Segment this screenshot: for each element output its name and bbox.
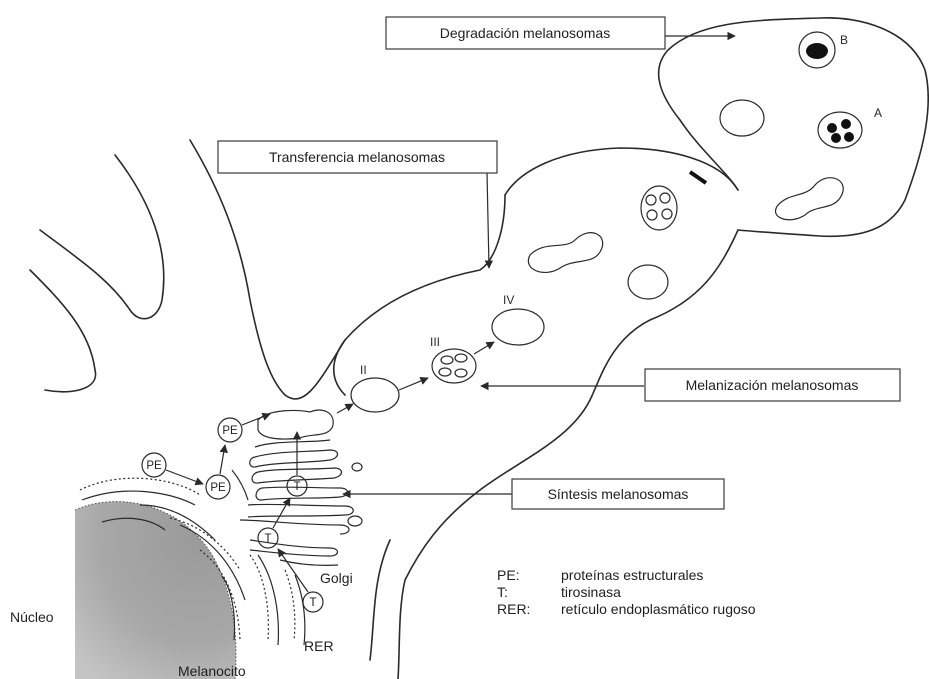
melanocyte-dendrite	[334, 148, 738, 679]
stage-labels: II III IV A B	[360, 33, 882, 377]
svg-text:PE: PE	[146, 460, 162, 472]
melanocito-label: Melanocito	[178, 663, 246, 679]
stage-ii-label: II	[360, 363, 367, 377]
svg-text:PE: PE	[210, 482, 226, 494]
golgi-label: Golgi	[320, 570, 353, 586]
stage-iv-melanosome	[492, 309, 544, 345]
melanosome-transfer	[641, 186, 677, 230]
rer-label: RER	[304, 638, 334, 654]
vesicle-elongated-2	[775, 178, 843, 220]
granule-b-label: B	[840, 33, 848, 47]
legend-abbr-rer: RER:	[497, 601, 530, 617]
granule-a-label: A	[874, 106, 882, 120]
upper-keratinocyte	[659, 18, 929, 236]
vesicles	[528, 32, 862, 299]
box-melanizacion-text: Melanización melanosomas	[686, 377, 859, 393]
label-boxes: Degradación melanosomas Transferencia me…	[218, 17, 900, 509]
box-sintesis-text: Síntesis melanosomas	[548, 486, 689, 502]
nucleo-label: Núcleo	[10, 609, 54, 625]
box-transferencia-text: Transferencia melanosomas	[269, 149, 445, 165]
legend-text-rer: retículo endoplasmático rugoso	[561, 601, 756, 617]
box-arrows	[343, 36, 735, 494]
nucleus	[75, 502, 236, 679]
vesicle-empty-2	[628, 265, 668, 299]
svg-text:PE: PE	[222, 425, 238, 437]
legend-abbr-pe: PE:	[497, 567, 520, 583]
melanosome-stages	[337, 309, 544, 413]
svg-text:T: T	[293, 481, 300, 493]
legend-text-t: tirosinasa	[561, 584, 621, 600]
stage-iv-label: IV	[503, 293, 514, 307]
melanosome-cluster-a	[818, 112, 862, 148]
legend: PE: proteínas estructurales T: tirosinas…	[497, 567, 756, 617]
stage-iii-label: III	[430, 335, 440, 349]
vesicle-elongated-1	[528, 233, 602, 273]
svg-text:T: T	[309, 597, 316, 609]
box-degradacion-text: Degradación melanosomas	[440, 25, 610, 41]
legend-abbr-t: T:	[497, 584, 508, 600]
legend-text-pe: proteínas estructurales	[561, 567, 703, 583]
stage-iii-melanosome	[432, 349, 476, 383]
svg-text:T: T	[264, 533, 271, 545]
vesicle-empty-1	[720, 100, 764, 136]
stage-ii-melanosome	[351, 378, 399, 412]
